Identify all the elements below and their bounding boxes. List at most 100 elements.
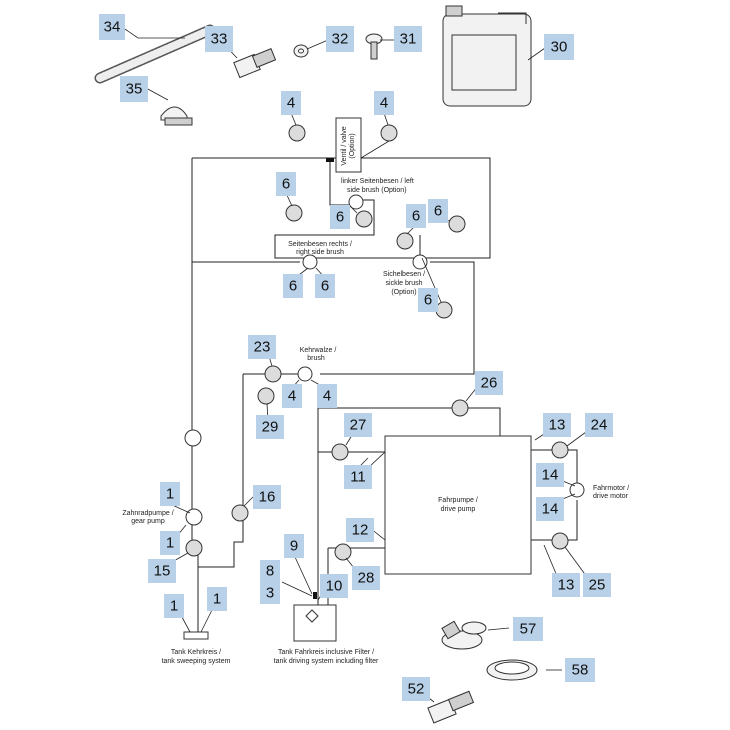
svg-text:6: 6 <box>424 292 432 309</box>
svg-text:29: 29 <box>262 419 279 436</box>
drive-pump-label-2: drive pump <box>441 506 476 513</box>
canister-icon <box>442 5 532 107</box>
callout-4b: 4 <box>374 91 394 115</box>
callout-33: 33 <box>205 26 233 52</box>
hose-icon <box>94 24 216 84</box>
svg-text:14: 14 <box>542 501 559 518</box>
drive-pump-label-1: Fahrpumpe / <box>438 497 478 504</box>
sickle-brush-label-2: sickle brush <box>386 280 423 287</box>
callout-26: 26 <box>475 371 503 395</box>
callout-29: 29 <box>256 415 284 439</box>
callout-6d: 6 <box>428 199 448 223</box>
svg-text:52: 52 <box>408 681 425 698</box>
svg-text:8: 8 <box>266 563 274 580</box>
callout-52: 52 <box>402 677 430 701</box>
callout-35: 35 <box>120 76 148 102</box>
callout-14a: 14 <box>536 463 564 487</box>
drive-motor-label-1: Fahrmotor / <box>593 485 629 492</box>
right-brush-label-2: right side brush <box>296 249 344 256</box>
callout-8: 8 <box>260 560 280 582</box>
callout-11: 11 <box>344 465 372 489</box>
svg-text:58: 58 <box>572 662 589 679</box>
left-brush-label-2: side brush (Option) <box>347 187 407 194</box>
svg-text:25: 25 <box>589 577 606 594</box>
tank-driving-label-2: tank driving system including filter <box>274 658 379 665</box>
drive-pump-box: Fahrpumpe / drive pump <box>384 435 532 575</box>
svg-text:14: 14 <box>542 467 559 484</box>
svg-text:13: 13 <box>549 417 566 434</box>
svg-text:26: 26 <box>481 375 498 392</box>
svg-text:6: 6 <box>321 278 329 295</box>
seal-ring-icon <box>486 659 538 681</box>
svg-text:10: 10 <box>326 578 343 595</box>
coupling-icon <box>441 620 487 650</box>
svg-text:1: 1 <box>166 535 174 552</box>
svg-text:1: 1 <box>213 591 221 608</box>
callout-58: 58 <box>565 658 595 682</box>
callout-4d: 4 <box>317 384 337 408</box>
callout-3: 3 <box>260 582 280 604</box>
svg-text:4: 4 <box>380 95 388 112</box>
tank-sweeping-label-2: tank sweeping system <box>162 658 231 665</box>
svg-text:32: 32 <box>332 31 349 48</box>
callout-4a: 4 <box>281 91 301 115</box>
valve-option-label: (Option) <box>349 133 356 158</box>
main-brush-label-2: brush <box>307 355 325 362</box>
callout-6e: 6 <box>283 274 303 298</box>
callout-28: 28 <box>352 566 380 590</box>
component-labels: linker Seitenbesen / left side brush (Op… <box>122 178 629 665</box>
svg-text:31: 31 <box>400 31 417 48</box>
callout-31: 31 <box>394 26 422 52</box>
callout-27: 27 <box>344 413 372 437</box>
washer-icon <box>293 44 309 58</box>
callout-10: 10 <box>320 574 348 598</box>
svg-text:11: 11 <box>350 469 366 486</box>
svg-text:30: 30 <box>551 39 568 56</box>
callout-6b: 6 <box>330 205 350 229</box>
svg-text:12: 12 <box>352 522 369 539</box>
callout-25: 25 <box>583 573 611 597</box>
callout-57: 57 <box>513 617 543 641</box>
callout-13b: 13 <box>552 573 580 597</box>
sickle-brush-label-3: (Option) <box>391 289 416 296</box>
callout-6c: 6 <box>406 204 426 228</box>
svg-text:6: 6 <box>289 278 297 295</box>
svg-text:1: 1 <box>170 598 178 615</box>
svg-text:6: 6 <box>282 176 290 193</box>
callout-15: 15 <box>148 559 176 583</box>
tank-driving-label-1: Tank Fahrkreis inclusive Filter / <box>278 649 374 656</box>
svg-text:57: 57 <box>520 621 537 638</box>
valve-box: Ventil / valve (Option) <box>326 117 362 173</box>
svg-text:15: 15 <box>154 563 171 580</box>
callout-34: 34 <box>99 14 125 40</box>
main-brush-label-1: Kehrwalze / <box>300 347 337 354</box>
svg-text:33: 33 <box>211 31 228 48</box>
callout-24: 24 <box>585 413 613 437</box>
svg-text:16: 16 <box>259 489 276 506</box>
svg-text:24: 24 <box>591 417 608 434</box>
sickle-brush-label-1: Sichelbesen / <box>383 271 425 278</box>
callout-9: 9 <box>284 534 304 558</box>
svg-text:35: 35 <box>126 81 143 98</box>
left-brush-motor <box>348 194 364 210</box>
drive-motor-label-2: drive motor <box>593 493 629 500</box>
valve-label: Ventil / valve <box>341 126 348 165</box>
main-brush-motor <box>297 366 313 382</box>
callout-23: 23 <box>248 335 276 359</box>
svg-text:6: 6 <box>434 203 442 220</box>
component-nodes <box>184 194 585 526</box>
callout-1b: 1 <box>160 531 180 555</box>
callout-13a: 13 <box>543 413 571 437</box>
callout-6f: 6 <box>315 274 335 298</box>
sickle-brush-motor <box>412 254 428 270</box>
svg-text:1: 1 <box>166 486 174 503</box>
tank-sweeping-label-1: Tank Kehrkreis / <box>171 649 221 656</box>
svg-text:34: 34 <box>104 19 121 36</box>
callout-16: 16 <box>253 485 281 509</box>
gear-pump-label-1: Zahnradpumpe / <box>122 510 173 517</box>
right-brush-motor <box>302 254 318 270</box>
callout-6g: 6 <box>418 288 438 312</box>
svg-text:3: 3 <box>266 585 274 602</box>
callout-1d: 1 <box>207 587 227 611</box>
